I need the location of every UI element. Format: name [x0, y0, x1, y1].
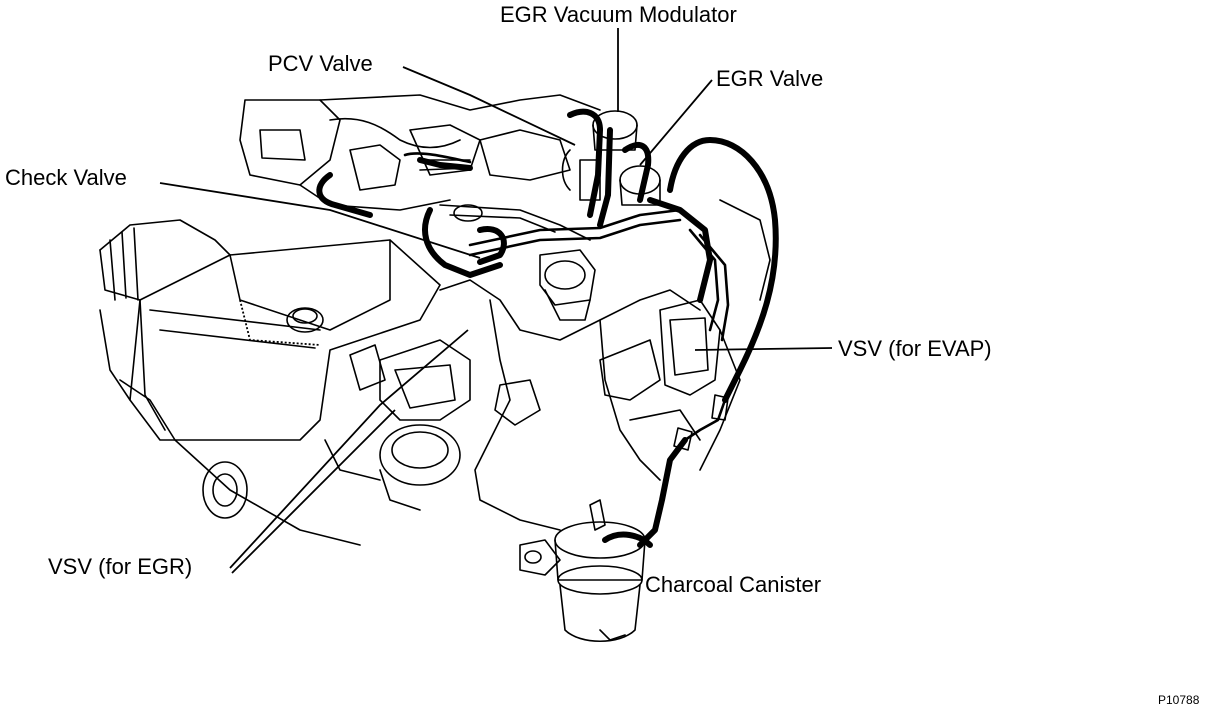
leader-vsv-egr — [229, 329, 469, 569]
leader-check-valve — [159, 182, 481, 259]
leader-vsv-egr-b — [231, 409, 396, 574]
vacuum-hoses — [316, 108, 779, 548]
vsv-evap-label: VSV (for EVAP) — [838, 336, 992, 361]
egr-vacuum-modulator-label: EGR Vacuum Modulator — [500, 2, 737, 27]
egr-valve-label: EGR Valve — [716, 66, 824, 91]
leader-egr-valve — [639, 79, 713, 166]
vsv-egr-label: VSV (for EGR) — [48, 554, 193, 579]
egr-components — [561, 110, 661, 206]
leader-lines — [159, 28, 833, 574]
leader-pcv-valve — [402, 66, 576, 146]
intake-plenum — [99, 219, 441, 546]
pcv-valve-label: PCV Valve — [268, 51, 373, 76]
check-valve-label: Check Valve — [5, 165, 127, 190]
charcoal-canister-label: Charcoal Canister — [645, 572, 822, 597]
figure-code: P10788 — [1158, 693, 1200, 707]
upper-engine — [239, 94, 601, 241]
leader-vsv-evap — [694, 347, 833, 351]
charcoal-canister-drawing — [519, 499, 653, 643]
